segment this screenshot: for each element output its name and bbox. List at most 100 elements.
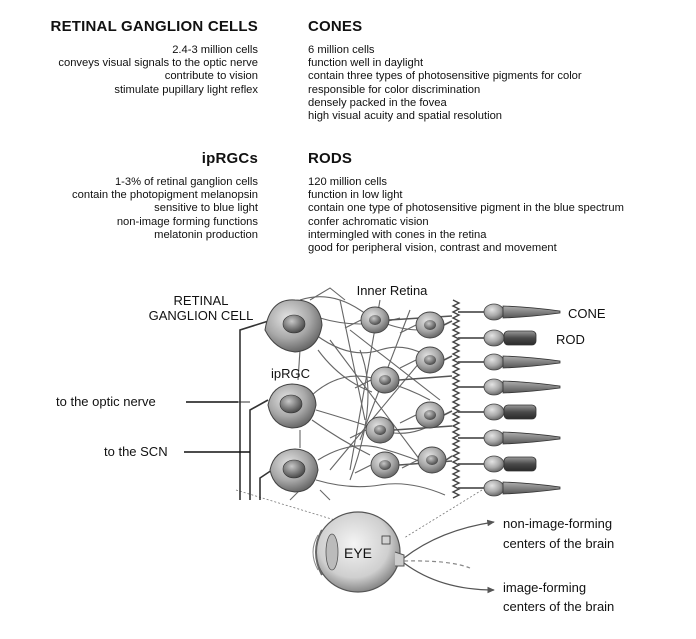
bipolar-dendrite [399,359,417,369]
bipolar-dendrite [349,429,367,439]
photoreceptor-body [483,353,505,371]
cone-outer-segment [502,481,561,495]
fibre [297,349,301,381]
rgc-title: RETINAL GANGLION CELLS [50,18,258,35]
eye-label: EYE [344,545,372,561]
axon-lines [238,317,279,500]
non-image-label: non-image-forming [503,516,612,531]
rod-outer-segment [503,456,537,472]
photoreceptor-body [483,455,505,473]
brain-pathways [403,519,495,594]
rods-line: 120 million cells [308,176,387,188]
photoreceptor-body [483,403,505,421]
rods-line: function in low light [308,189,403,202]
scn-label: to the SCN [104,444,168,459]
fibre [339,299,366,421]
non-image-label: centers of the brain [503,536,614,551]
photoreceptor-body [483,479,505,497]
fibre [349,349,369,481]
photoreceptor-body [483,303,505,321]
bipolar-dendrite [399,414,417,424]
rods-section: RODS 120 million cells function in low l… [308,150,624,255]
bipolar-axon [443,410,453,416]
cones-line: high visual acuity and spatial resolutio… [308,110,503,123]
bipolar-axon [443,355,453,361]
cones-section: CONES 6 million cells function well in d… [308,18,582,123]
rod-label: ROD [556,332,585,347]
cone-outer-segment [502,431,561,445]
bipolar-nucleus [374,425,386,435]
cone-outer-segment [502,355,561,369]
iprgc-diagram-label: ipRGC [271,366,310,381]
fibre [299,296,421,331]
photoreceptors [458,303,561,497]
fibre [319,489,331,501]
bipolar-nucleus [426,455,438,465]
rods-line: contain one type of photosensitive pigme… [308,202,624,215]
fibre [329,349,431,471]
eye-drawing [312,511,405,593]
rgc-line: contribute to vision [164,70,258,83]
fibre [311,419,371,456]
bipolar-dendrite [354,464,372,474]
rgc-line: conveys visual signals to the optic nerv… [58,57,258,70]
inner-retina-label: Inner Retina [357,283,429,298]
bipolar-nucleus [424,410,436,420]
fibre [315,479,446,496]
rgc-section: RETINAL GANGLION CELLS 2.4-3 million cel… [51,18,258,97]
photoreceptor-body [483,329,505,347]
cone-label: CONE [568,306,606,321]
rgc-diagram-label: GANGLION CELL [149,308,254,323]
photoreceptor-body [483,378,505,396]
iprgc-line: 1-3% of retinal ganglion cells [114,176,258,188]
rgc-line: 2.4-3 million cells [172,44,258,56]
rod-outer-segment [503,404,537,420]
bipolar-nucleus [424,355,436,365]
cone-outer-segment [502,380,561,394]
iprgc-title: ipRGCs [201,150,258,167]
iprgc-line: non-image forming functions [116,215,258,228]
cones-line: densely packed in the fovea [308,96,447,109]
bipolar-dendrite [399,324,417,334]
cones-line: contain three types of photosensitive pi… [308,70,582,83]
cones-line: responsible for color discrimination [308,83,481,96]
cones-title: CONES [308,18,363,35]
ganglion-cell [269,448,319,493]
fibre [309,287,346,301]
iprgc-cell [267,383,317,429]
rgc-line: stimulate pupillary light reflex [114,83,258,96]
rods-line: good for peripheral vision, contrast and… [308,242,557,255]
image-label: centers of the brain [503,599,614,614]
image-label: image-forming [503,580,586,595]
fibre [349,329,441,401]
rods-line: intermingled with cones in the retina [308,228,487,241]
iprgc-section: ipRGCs 1-3% of retinal ganglion cells co… [72,150,258,242]
iprgc-line: contain the photopigment melanopsin [72,189,258,202]
bipolar-cells [344,306,453,479]
bipolar-axon [393,425,453,431]
bipolar-axon [443,320,453,326]
rods-title: RODS [308,150,353,167]
fibre [317,349,373,393]
rod-outer-segment [503,330,537,346]
bipolar-dendrite [354,379,372,389]
bipolar-nucleus [424,320,436,330]
bipolar-dendrite [344,319,362,329]
iprgc-line: sensitive to blue light [154,202,258,215]
rgc-diagram-label: RETINAL [174,293,229,308]
bipolar-nucleus [369,315,381,325]
cone-outer-segment [502,305,561,319]
iprgc-line: melatonin production [154,228,258,241]
cones-line: 6 million cells [308,44,375,56]
outer-limiting-border [451,299,461,499]
bipolar-nucleus [379,375,391,385]
fibre [329,339,421,461]
optic-nerve-label: to the optic nerve [56,394,156,409]
bipolar-axon [445,455,453,461]
photoreceptor-body [483,429,505,447]
rods-line: confer achromatic vision [308,215,429,228]
bipolar-dendrite [401,459,419,469]
ganglion-cell [264,299,323,353]
cones-line: function well in daylight [308,57,424,70]
